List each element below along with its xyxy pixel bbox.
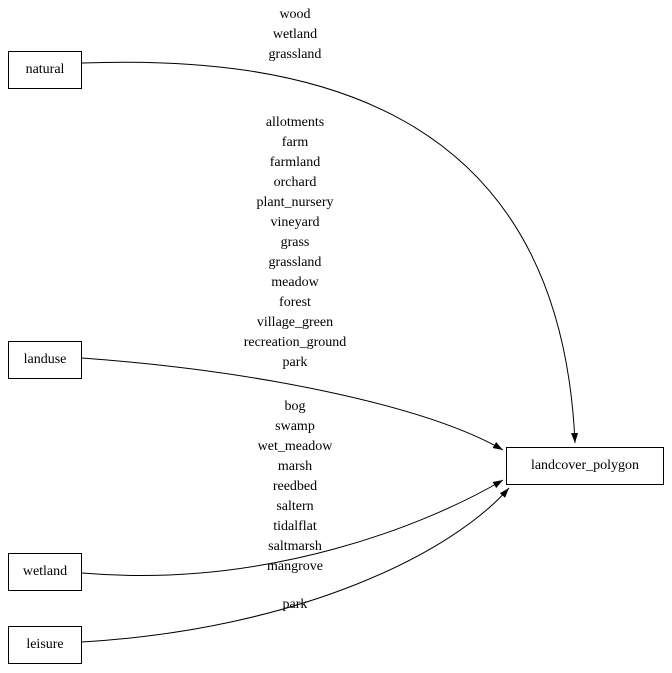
edge-label-line: vineyard [270, 215, 320, 230]
edge-leisure-to-landcover-polygon [81, 487, 510, 643]
node-natural: natural [8, 51, 82, 89]
edge-label-line: allotments [265, 115, 325, 130]
edge-label-line: park [282, 597, 308, 612]
edge-natural-to-landcover-polygon [81, 61, 579, 444]
node-landcover-polygon-label: landcover_polygon [530, 458, 640, 473]
edge-label-line: farmland [269, 155, 321, 170]
edge-label-line: plant_nursery [256, 195, 334, 210]
edge-label-line: saltmarsh [268, 539, 322, 554]
edge-label-line: wood [279, 7, 311, 22]
edge-label-line: mangrove [267, 559, 323, 574]
edge-label-line: grass [280, 235, 310, 250]
node-natural-label: natural [25, 62, 65, 77]
edge-label-line: tidalflat [273, 519, 317, 534]
edge-label-line: marsh [277, 459, 313, 474]
node-leisure-label: leisure [26, 637, 64, 652]
edge-landuse-to-landcover-polygon [81, 357, 504, 451]
node-wetland: wetland [8, 553, 82, 591]
node-landcover-polygon: landcover_polygon [506, 447, 664, 485]
edge-label-line: wet_meadow [257, 439, 333, 454]
edge-label-line: forest [279, 295, 311, 310]
edge-label-line: orchard [273, 175, 317, 190]
edge-label-line: grassland [268, 255, 322, 270]
edge-label-line: swamp [275, 419, 315, 434]
edge-label-line: wetland [272, 27, 318, 42]
node-landuse-label: landuse [23, 352, 67, 367]
edge-wetland-to-landcover-polygon [81, 479, 504, 576]
edge-label-line: park [282, 355, 308, 370]
edge-label-line: bog [284, 399, 306, 414]
edge-label-line: saltern [276, 499, 314, 514]
node-wetland-label: wetland [22, 564, 68, 579]
node-landuse: landuse [8, 341, 82, 379]
node-leisure: leisure [8, 626, 82, 664]
edge-label-line: recreation_ground [243, 335, 347, 350]
edge-label-line: reedbed [272, 479, 318, 494]
edge-label-landuse-values: allotments farm farmland orchard plant_nurse… [165, 113, 425, 373]
edge-label-line: village_green [256, 315, 334, 330]
edge-label-line: meadow [271, 275, 319, 290]
edge-label-line: farm [281, 135, 309, 150]
edge-label-leisure-values: park [165, 595, 425, 615]
edge-label-natural-values: wood wetland grassland [165, 5, 425, 65]
edge-label-line: grassland [268, 47, 322, 62]
